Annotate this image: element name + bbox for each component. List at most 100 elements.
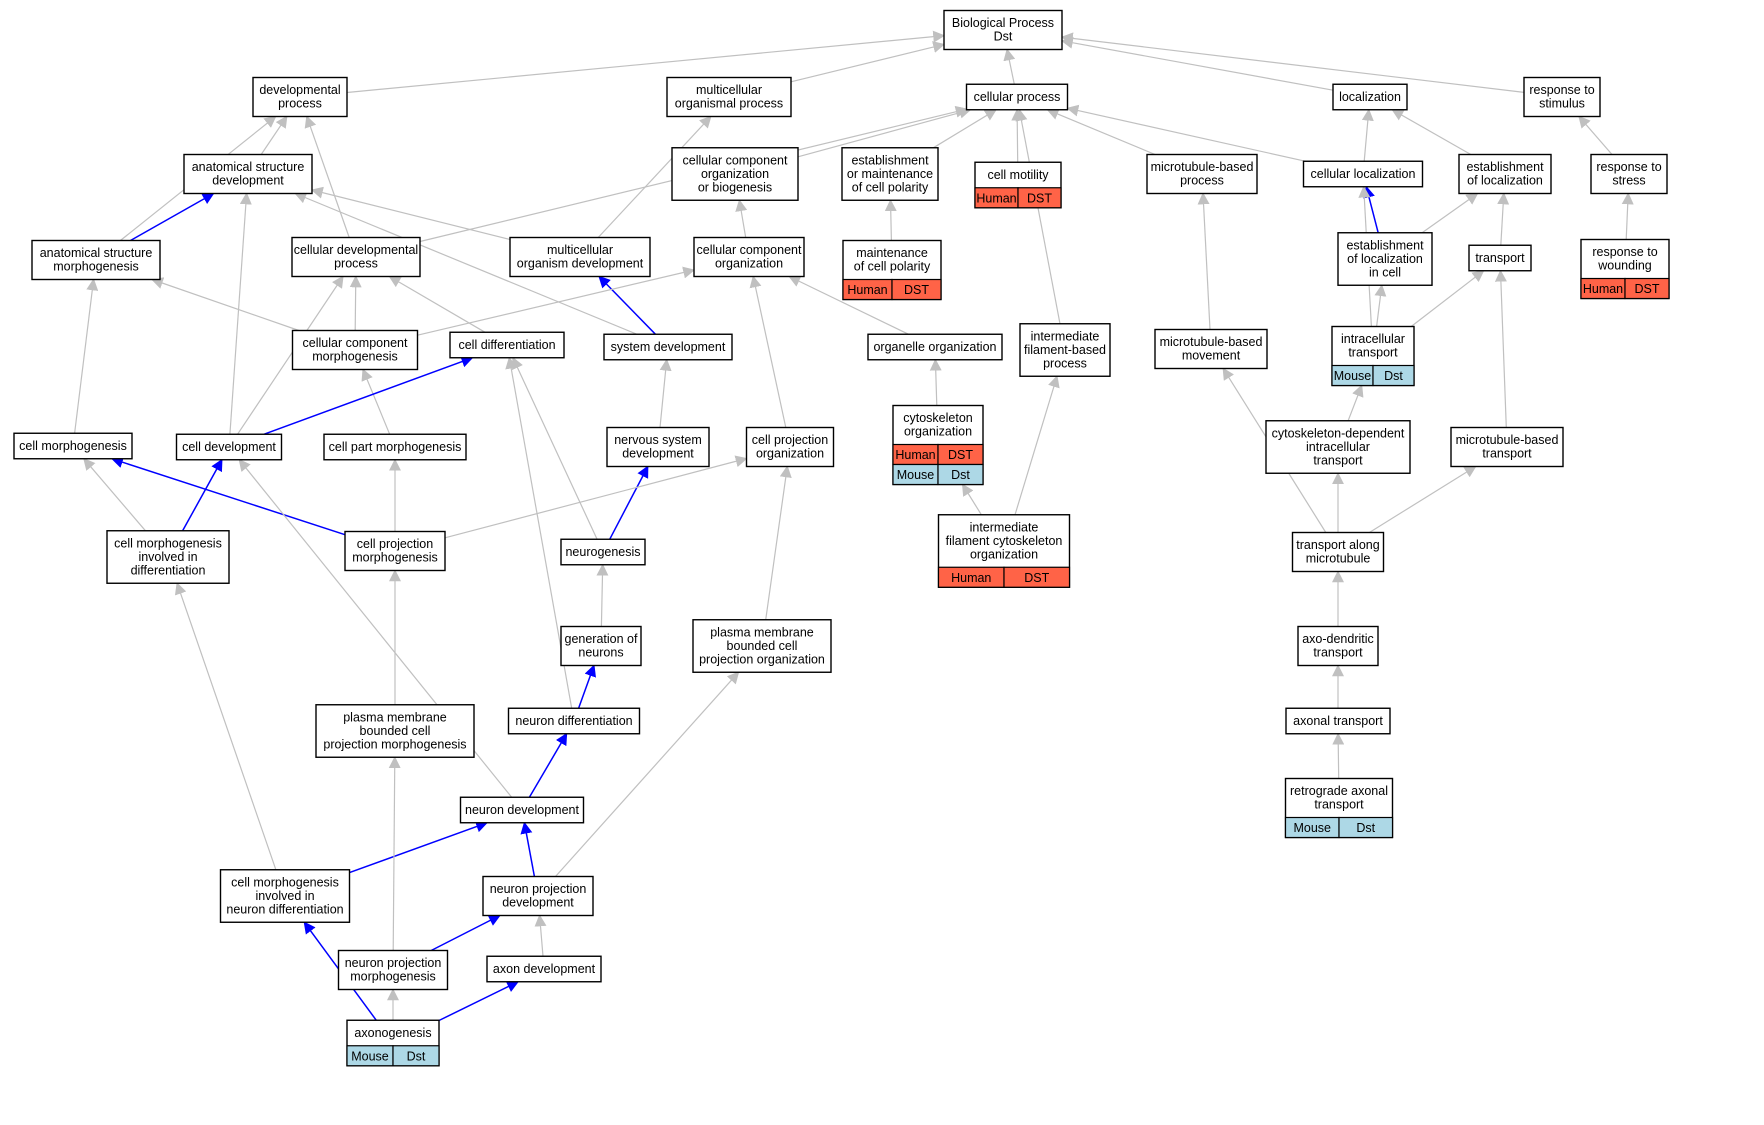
node-label-line: multicellular <box>696 83 762 97</box>
species-tag: Mouse <box>1334 369 1372 383</box>
node-label-line: organization <box>970 547 1038 561</box>
node-cell-morphogenesis[interactable]: cell morphogenesis <box>13 432 133 460</box>
node-label-line: or biogenesis <box>698 180 772 194</box>
node-label-line: morphogenesis <box>312 350 397 364</box>
node-neuron-differentiation[interactable]: neuron differentiation <box>507 707 641 735</box>
edge-cell-projection-organization-to-cellular-component-organization <box>749 275 787 428</box>
node-label-line: transport <box>1475 251 1525 265</box>
node-box <box>1590 153 1668 195</box>
node-axonal-transport[interactable]: axonal transport <box>1285 707 1391 735</box>
node-label-line: transport <box>1313 453 1363 467</box>
gene-tag-cell <box>1003 566 1071 588</box>
node-cell-part-morphogenesis[interactable]: cell part morphogenesis <box>323 433 467 461</box>
edge-cytoskeleton-dependent-intracellular-transport-to-intracellular-transport <box>1347 384 1364 422</box>
edge-plasma-membrane-bounded-cell-projection-organization-to-cell-projection-organization <box>765 465 792 620</box>
edge-intracellular-transport-to-establishment-of-localization-in-cell <box>1374 284 1387 327</box>
node-transport[interactable]: transport <box>1468 244 1532 272</box>
node-label-line: developmental <box>259 83 340 97</box>
node-cell-development[interactable]: cell development <box>175 433 283 461</box>
node-label-line: cytoskeleton-dependent <box>1272 426 1405 440</box>
node-neuron-development[interactable]: neuron development <box>459 796 585 824</box>
node-box <box>482 875 594 917</box>
edge-cell-differentiation-to-cellular-developmental-process <box>388 275 486 333</box>
node-label-line: transport <box>1314 798 1364 812</box>
edge-cellular-component-morphogenesis-to-anatomical-structure-morphogenesis <box>150 277 300 332</box>
edge-transport-to-establishment-of-localization <box>1497 192 1510 246</box>
node-organelle-organization[interactable]: organelle organization <box>867 333 1003 361</box>
node-box <box>507 707 641 735</box>
node-box <box>183 153 313 195</box>
node-box <box>1154 328 1268 370</box>
node-box <box>603 333 733 361</box>
edge-cellular-component-organization-or-biogenesis-to-cellular-process <box>797 106 972 158</box>
node-label-line: axonogenesis <box>354 1026 431 1040</box>
node-label-line: plasma membrane <box>343 710 447 724</box>
node-localization[interactable]: localization <box>1332 83 1408 111</box>
edge-response-to-stimulus-to-biological-process <box>1060 32 1525 93</box>
node-label-line: cell differentiation <box>458 338 555 352</box>
edge-microtubule-based-transport-to-transport <box>1494 269 1507 428</box>
node-box <box>606 426 710 468</box>
edge-transport-along-microtubule-to-microtubule-based-transport <box>1369 465 1477 534</box>
node-cellular-process[interactable]: cellular process <box>965 83 1069 111</box>
node-label-line: cell morphogenesis <box>19 439 127 453</box>
node-box <box>449 331 565 359</box>
node-box <box>1337 232 1433 286</box>
node-label-line: intracellular <box>1341 332 1405 346</box>
node-cellular-localization[interactable]: cellular localization <box>1302 160 1424 188</box>
edge-cell-morphogenesis-involved-in-differentiation-to-cell-development <box>181 458 223 532</box>
node-label-line: cellular component <box>697 243 802 257</box>
node-neurogenesis[interactable]: neurogenesis <box>560 538 646 566</box>
node-box <box>1450 426 1564 468</box>
gene-tag: DST <box>1027 191 1052 205</box>
node-label-line: localization <box>1339 90 1401 104</box>
node-system-development[interactable]: system development <box>603 333 733 361</box>
node-box <box>841 147 939 201</box>
node-cytoskeleton-dependent-intracellular-transport[interactable]: cytoskeleton-dependentintracellulartrans… <box>1265 420 1411 474</box>
node-cell-differentiation[interactable]: cell differentiation <box>449 331 565 359</box>
node-label-line: microtubule <box>1306 552 1371 566</box>
species-tag: Human <box>847 283 887 297</box>
node-label-line: anatomical structure <box>192 160 305 174</box>
node-axon-development[interactable]: axon development <box>486 955 602 983</box>
